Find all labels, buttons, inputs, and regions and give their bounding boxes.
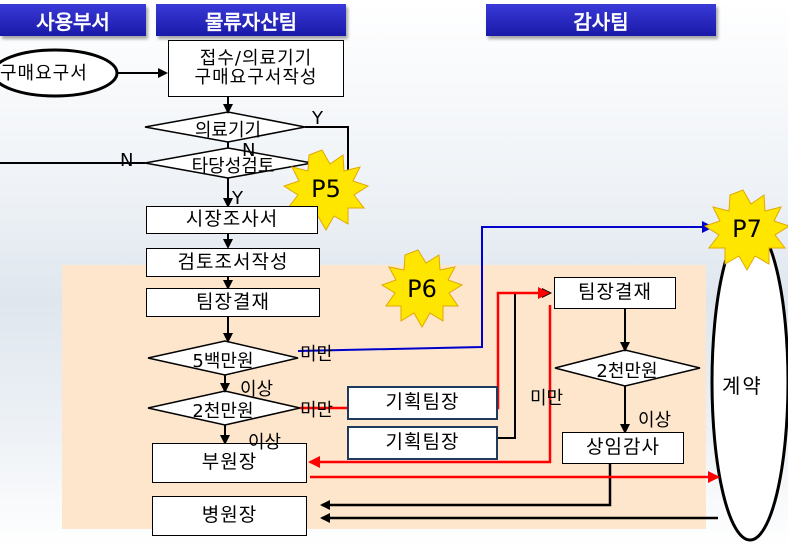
y-label-1: Y <box>312 108 323 129</box>
over-label-2: 이상 <box>248 432 282 453</box>
twenty-million-text: 2천만원 <box>192 401 254 422</box>
standing-auditor-node: 상임감사 <box>562 432 684 464</box>
p6-badge: P6 <box>407 275 437 303</box>
p5-badge: P5 <box>311 175 341 203</box>
medical-device-text: 의료기기 <box>194 120 262 141</box>
audit-twenty-million-text: 2천만원 <box>596 361 658 382</box>
vice-director-node: 부원장 <box>152 443 307 483</box>
validity-review-text: 타당성검토 <box>191 156 275 177</box>
p6-burst <box>380 249 464 329</box>
n-label-2: N <box>242 140 256 161</box>
hospital-director-node: 병원장 <box>152 496 307 536</box>
audit-under-label: 미만 <box>530 388 564 409</box>
market-research-node: 시장조사서 <box>146 206 318 234</box>
header-audit: 감사팀 <box>486 4 716 36</box>
audit-over-label: 이상 <box>638 410 672 431</box>
over-label-1: 이상 <box>240 379 274 400</box>
p7-badge: P7 <box>732 215 762 243</box>
planning-lead-node-2: 기획팀장 <box>347 426 498 460</box>
y-label-2: Y <box>232 188 243 209</box>
five-million-diamond <box>147 340 299 376</box>
receipt-node: 접수/의료기기 구매요구서작성 <box>168 40 344 97</box>
team-leader-approval-node: 팀장결재 <box>146 288 320 317</box>
audit-team-leader-node: 팀장결재 <box>554 277 676 309</box>
audit-twenty-million-diamond <box>554 349 701 387</box>
p7-burst <box>703 189 788 272</box>
planning-lead-node-1: 기획팀장 <box>347 386 498 420</box>
receipt-line2: 구매요구서작성 <box>194 66 318 88</box>
contract-text: 계약 <box>722 374 763 398</box>
header-user-dept: 사용부서 <box>0 4 146 36</box>
review-writing-node: 검토조서작성 <box>146 248 320 277</box>
under-label-2: 미만 <box>300 400 334 421</box>
header-logistics: 물류자산팀 <box>156 4 346 36</box>
n-label-1: N <box>120 150 134 171</box>
under-label-1: 미만 <box>300 344 334 365</box>
five-million-text: 5백만원 <box>192 351 254 372</box>
receipt-line1: 접수/의료기기 <box>199 47 313 69</box>
purchase-request-node: 구매요구서 <box>0 62 88 84</box>
